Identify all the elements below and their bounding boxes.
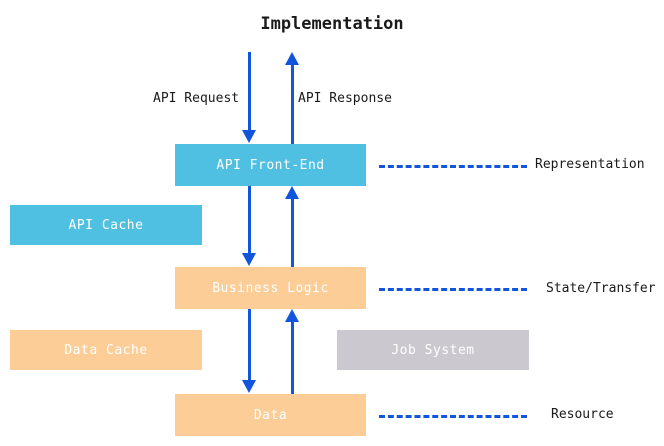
business-to-frontend-arrowhead-icon [285,186,299,199]
box-data-cache-label: Data Cache [64,342,148,358]
box-api-cache[interactable]: API Cache [10,205,202,245]
frontend-to-business-arrow-shaft [248,186,251,254]
box-data-label: Data [253,407,288,423]
box-api-cache-label: API Cache [68,217,144,233]
box-api-front-end[interactable]: API Front-End [175,144,366,186]
annotation-representation: Representation [535,157,645,172]
annotation-state-transfer: State/Transfer [546,281,656,296]
business-to-frontend-arrow-shaft [291,199,294,267]
box-business-logic-label: Business Logic [212,280,329,296]
api-request-arrow-shaft [248,52,251,131]
annotation-resource: Resource [551,407,614,422]
box-job-system-label: Job System [391,342,475,358]
page-title: Implementation [260,14,404,34]
representation-connector-line [379,165,527,168]
data-to-business-arrow-shaft [291,322,294,394]
api-response-arrowhead-icon [285,52,299,65]
frontend-to-business-arrowhead-icon [242,253,256,266]
business-to-data-arrow-shaft [248,309,251,381]
api-request-label: API Request [153,91,240,106]
resource-connector-line [379,415,527,418]
api-response-arrow-shaft [291,65,294,144]
api-request-arrowhead-icon [242,130,256,143]
business-to-data-arrowhead-icon [242,380,256,393]
box-data[interactable]: Data [175,394,366,436]
box-job-system[interactable]: Job System [337,330,529,370]
box-data-cache[interactable]: Data Cache [10,330,202,370]
box-api-front-end-label: API Front-End [216,157,325,173]
api-response-label: API Response [298,91,392,106]
data-to-business-arrowhead-icon [285,309,299,322]
box-business-logic[interactable]: Business Logic [175,267,366,309]
state-transfer-connector-line [379,288,527,291]
